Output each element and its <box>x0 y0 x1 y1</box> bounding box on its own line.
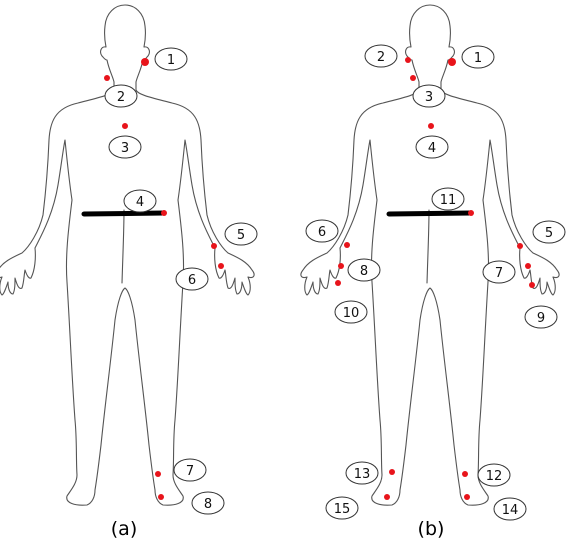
sensor-label-a-7: 7 <box>173 458 207 482</box>
sensor-dot-b-11 <box>468 210 474 216</box>
svg-text:1: 1 <box>474 51 482 66</box>
sensor-label-b-13: 13 <box>345 461 379 485</box>
sensor-dot-b-10 <box>335 280 341 286</box>
caption-b: (b) <box>418 518 445 540</box>
sensor-dot-b-13 <box>389 469 395 475</box>
svg-text:11: 11 <box>440 193 457 208</box>
sensor-dot-a-5 <box>211 243 217 249</box>
sensor-dot-b-6 <box>344 242 350 248</box>
svg-text:4: 4 <box>136 195 144 210</box>
sensor-label-a-3: 3 <box>108 135 142 159</box>
svg-text:4: 4 <box>428 141 436 156</box>
sensor-dot-b-15 <box>384 494 390 500</box>
sensor-dot-a-3 <box>122 123 128 129</box>
sensor-label-b-12: 12 <box>477 463 511 487</box>
sensor-label-b-3: 3 <box>412 84 446 108</box>
sensor-label-b-7: 7 <box>482 260 516 284</box>
sensor-dot-a-4 <box>161 210 167 216</box>
svg-text:8: 8 <box>204 497 212 512</box>
sensor-label-a-8: 8 <box>191 491 225 515</box>
sensor-label-b-10: 10 <box>334 300 368 324</box>
svg-text:13: 13 <box>354 467 371 482</box>
svg-text:5: 5 <box>545 226 553 241</box>
sensor-label-b-11: 11 <box>431 187 465 211</box>
sensor-label-b-4: 4 <box>415 135 449 159</box>
sensor-dot-b-1 <box>448 58 456 66</box>
svg-text:14: 14 <box>502 503 519 518</box>
svg-text:7: 7 <box>186 464 194 479</box>
sensor-dot-b-7 <box>525 263 531 269</box>
svg-text:1: 1 <box>167 53 175 68</box>
body-silhouette-b <box>300 4 560 506</box>
sensor-dot-a-8 <box>158 494 164 500</box>
figure-b: 1 2 3 4 5 6 7 8 <box>300 4 566 540</box>
svg-text:6: 6 <box>318 225 326 240</box>
sensor-label-a-2: 2 <box>104 84 138 108</box>
sensor-label-b-6: 6 <box>305 219 339 243</box>
svg-text:15: 15 <box>334 502 351 517</box>
sensor-dot-a-1 <box>141 58 149 66</box>
sensor-dot-b-9 <box>529 282 535 288</box>
sensor-label-a-1: 1 <box>154 47 188 71</box>
sensor-label-b-1: 1 <box>461 45 495 69</box>
svg-text:3: 3 <box>121 141 129 156</box>
svg-text:5: 5 <box>237 228 245 243</box>
svg-text:6: 6 <box>188 273 196 288</box>
sensor-label-b-5: 5 <box>532 220 566 244</box>
caption-a: (a) <box>111 518 137 540</box>
svg-text:12: 12 <box>486 469 503 484</box>
svg-text:2: 2 <box>117 90 125 105</box>
sensor-dot-a-6 <box>218 263 224 269</box>
sensor-dot-a-7 <box>155 471 161 477</box>
sensor-label-b-14: 14 <box>493 497 527 521</box>
sensor-label-a-5: 5 <box>224 222 258 246</box>
sensor-dot-b-12 <box>462 471 468 477</box>
sensor-dot-a-2 <box>104 75 110 81</box>
sensor-label-b-15: 15 <box>325 496 359 520</box>
sensor-label-b-9: 9 <box>524 305 558 329</box>
svg-text:9: 9 <box>537 311 545 326</box>
sensor-label-b-8: 8 <box>347 258 381 282</box>
body-silhouette-a <box>0 4 255 506</box>
sensor-label-a-4: 4 <box>123 189 157 213</box>
sensor-dot-b-8 <box>338 263 344 269</box>
figure-a: 1 2 3 4 5 6 7 8 (a) <box>0 4 258 540</box>
waist-belt-b <box>386 210 474 217</box>
svg-text:3: 3 <box>425 90 433 105</box>
sensor-dot-b-14 <box>464 494 470 500</box>
sensor-dot-b-3 <box>410 75 416 81</box>
sensor-label-a-6: 6 <box>175 267 209 291</box>
waist-belt-a <box>81 210 167 217</box>
sensor-dot-b-2 <box>405 57 411 63</box>
svg-text:10: 10 <box>343 306 360 321</box>
svg-text:8: 8 <box>360 264 368 279</box>
sensor-dot-b-5 <box>517 243 523 249</box>
svg-text:2: 2 <box>377 50 385 65</box>
sensor-dot-b-4 <box>428 123 434 129</box>
sensor-label-b-2: 2 <box>364 44 398 68</box>
svg-text:7: 7 <box>495 266 503 281</box>
